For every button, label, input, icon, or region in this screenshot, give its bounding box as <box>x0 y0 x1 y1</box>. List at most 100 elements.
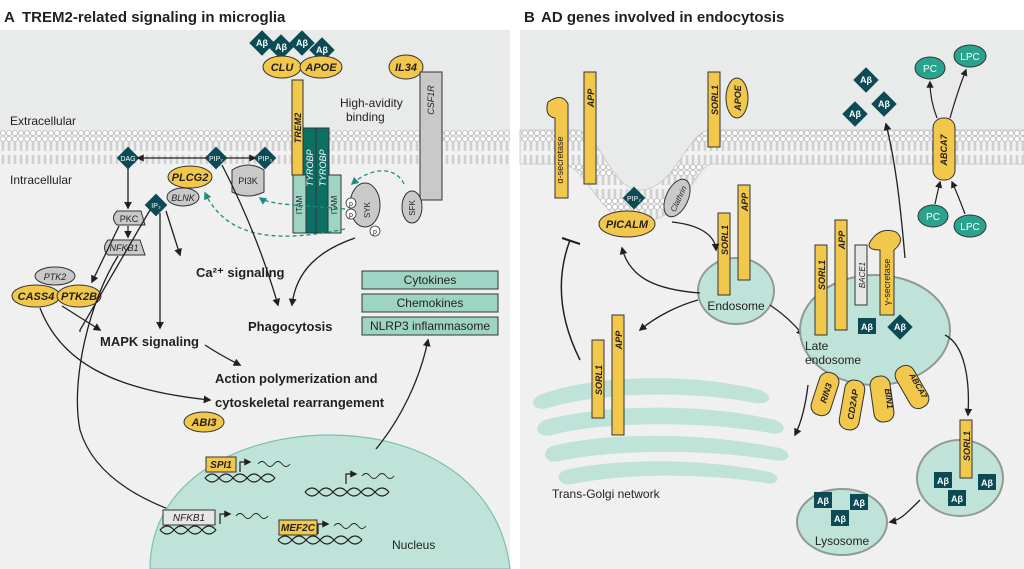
endosome <box>697 257 775 325</box>
ptk2-label: PTK2 <box>44 272 67 282</box>
chemokines-label: Chemokines <box>397 296 464 310</box>
il34-label: IL34 <box>395 62 417 74</box>
sorl1-label: SORL1 <box>962 431 972 461</box>
ab-label: Aβ <box>937 476 949 486</box>
phospho-circle <box>345 197 357 209</box>
spi1-label: SPI1 <box>210 460 232 471</box>
phospho-label: p <box>373 229 377 236</box>
sorl1-label: SORL1 <box>710 85 720 115</box>
picalm-label: PICALM <box>606 219 649 231</box>
pkc-to-ptk2b-arrow <box>91 225 120 284</box>
picalm-to-endosome-arrow <box>671 221 720 252</box>
lysosome-label: Lysosome <box>815 534 870 548</box>
ab-label: Aβ <box>878 99 890 109</box>
nucleus-label: Nucleus <box>392 538 435 552</box>
apoe-protein <box>299 55 343 79</box>
mef2c-label: MEF2C <box>281 523 316 534</box>
ip3-branch-line <box>79 209 151 332</box>
phospho-label: p <box>349 212 353 219</box>
pi3k-protein <box>231 164 265 197</box>
phagocytosis-label: Phagocytosis <box>248 319 333 334</box>
ab-lysosome: Aβ Aβ Aβ <box>814 492 868 526</box>
mef2c-gene <box>278 519 318 536</box>
cass4-label: CASS4 <box>18 291 55 303</box>
late-endosome-label-2: endosome <box>805 353 861 367</box>
picalm-protein <box>598 210 656 238</box>
pip2-label: PIP₂ <box>209 156 223 163</box>
sorl1-late <box>814 244 828 336</box>
ab-label: Aβ <box>834 514 846 524</box>
panel-b-title: AD genes involved in endocytosis <box>541 9 784 26</box>
lpc-to-abca7-arrow <box>951 180 966 215</box>
ab-label: Aβ <box>861 322 873 332</box>
sfk-label: SFK <box>408 200 417 216</box>
ab-label: Aβ <box>817 496 829 506</box>
phospho-circle <box>369 225 381 237</box>
abca7-label: ABCA7 <box>939 134 949 167</box>
pkc-protein <box>113 210 146 226</box>
mapk-label: MAPK signaling <box>100 334 199 349</box>
dag-label: DAG <box>120 156 135 163</box>
ab-label: Aβ <box>894 322 906 332</box>
itam-label: ITAM <box>330 195 339 214</box>
app-late <box>834 219 848 331</box>
sorl1-golgi <box>591 339 605 419</box>
clathrin <box>663 178 691 218</box>
pc-to-abca7-arrow <box>934 180 943 205</box>
trem2-label: TREM2 <box>293 113 303 144</box>
binding-label: binding <box>346 110 385 124</box>
pip2-to-phagocytosis-arrow <box>221 164 281 307</box>
lpc-label: LPC <box>960 222 979 233</box>
intracellular-label: Intracellular <box>10 173 72 187</box>
ip3-label: IP₃ <box>151 203 161 210</box>
ab-label: Aβ <box>981 478 993 488</box>
app-label: APP <box>740 192 750 213</box>
ab-label: Aβ <box>853 498 865 508</box>
sorl1-vesicle-receptor <box>959 419 973 479</box>
phospho-label: p <box>349 201 353 208</box>
sorl1-membrane <box>707 71 721 148</box>
gamma-to-ab-arrow <box>883 122 906 259</box>
ptk2b-label: PTK2B <box>61 291 97 303</box>
extracellular-label: Extracellular <box>10 114 76 128</box>
nfkb1-to-nucleus-arrow <box>76 255 202 522</box>
pip3-label: PIP₃ <box>258 156 272 163</box>
vesicle-to-lysosome-arrow <box>888 499 921 525</box>
app-endosome <box>737 184 751 281</box>
nucleus-to-cytokines-arrow <box>375 338 431 450</box>
abi3-label: ABI3 <box>190 417 216 429</box>
pc-bottom <box>917 204 949 228</box>
tyrobp-label-left: TYROBP <box>305 149 315 186</box>
rin3-protein <box>810 371 840 417</box>
panel-b: B AD genes involved in endocytosis α-sec… <box>519 9 1024 569</box>
lpc-top <box>953 44 987 68</box>
bace1-label: BACE1 <box>858 262 867 288</box>
abi3-protein <box>183 411 225 433</box>
pkc-label: PKC <box>120 214 139 224</box>
gamma-secretase-label: γ-secretase <box>882 259 892 306</box>
late-to-golgi-arrow <box>794 384 809 437</box>
ab-vesicle: Aβ Aβ Aβ <box>934 472 996 506</box>
phospho-circle <box>345 208 357 220</box>
ab-label: Aβ <box>296 38 308 48</box>
chemokines-box <box>361 293 499 313</box>
lpc-bottom <box>953 214 987 238</box>
ptk2-protein <box>34 266 76 286</box>
app-membrane <box>583 71 597 185</box>
panel-b-membrane <box>519 129 1024 223</box>
endosome-to-golgi-arrow <box>638 299 699 331</box>
panel-a: A TREM2-related signaling in microglia E… <box>0 9 511 569</box>
tyrobp-label-right: TYROBP <box>318 149 328 186</box>
abca7-late-protein <box>894 364 930 410</box>
nlrp3-box <box>361 316 499 336</box>
nlrp3-label: NLRP3 inflammasome <box>370 319 490 333</box>
nfkb1-gene-label: NFKB1 <box>173 513 205 524</box>
sfk-protein <box>401 190 423 224</box>
lpc-label: LPC <box>960 52 979 63</box>
pc-top <box>914 56 946 80</box>
spi1-gene <box>205 456 237 473</box>
panel-b-letter: B <box>524 9 535 26</box>
itam-right <box>327 174 342 234</box>
apoe-label-b: APOE <box>733 84 743 112</box>
plcg2-label: PLCG2 <box>172 172 209 184</box>
